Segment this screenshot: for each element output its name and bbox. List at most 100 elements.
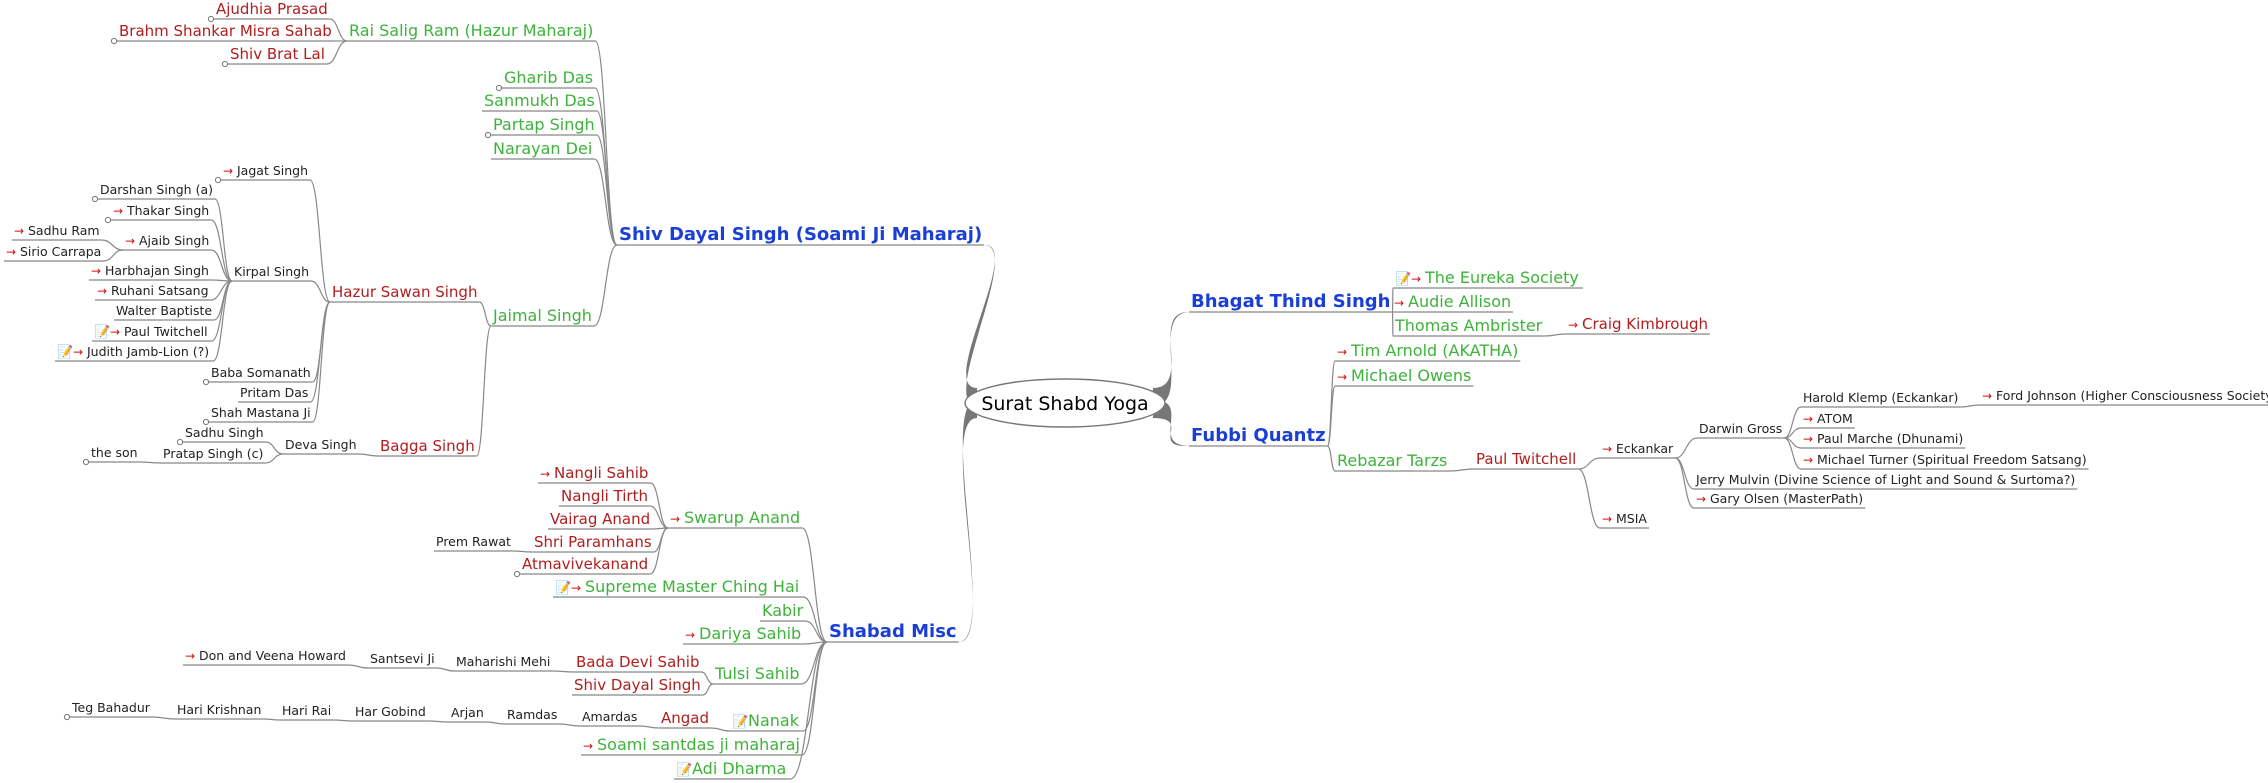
red-link-arrow-icon[interactable]: → [540,467,550,481]
mind-node-n31[interactable]: the son [82,445,138,466]
mind-node-n1[interactable]: Shiv Dayal Singh (Soami Ji Maharaj) [619,224,982,245]
mind-node-n23[interactable]: 📝→Judith Jamb-Lion (?) [57,344,209,360]
mind-node-n14[interactable]: Darshan Singh (a) [91,182,213,203]
collapsed-node-dot[interactable] [214,176,222,184]
red-link-arrow-icon[interactable]: → [185,649,195,663]
mind-node-n67[interactable]: →Michael Owens [1337,366,1471,385]
collapsed-node-dot[interactable] [91,195,99,203]
mind-node-n20[interactable]: →Ruhani Satsang [97,283,209,298]
mind-node-n18[interactable]: →Sirio Carrapa [6,244,101,259]
mind-node-n42[interactable]: →Dariya Sahib [685,624,801,643]
red-link-arrow-icon[interactable]: → [91,264,101,278]
mind-node-n2[interactable]: Rai Salig Ram (Hazur Maharaj) [349,21,593,40]
collapsed-node-dot[interactable] [104,216,112,224]
mind-node-n3[interactable]: Ajudhia Prasad [207,0,328,23]
mind-node-n26[interactable]: Shah Mastana Ji [202,405,311,426]
red-link-arrow-icon[interactable]: → [6,245,16,259]
mind-node-n27[interactable]: Bagga Singh [380,437,475,455]
red-link-arrow-icon[interactable]: → [1803,412,1813,426]
collapsed-node-dot[interactable] [484,131,492,139]
red-link-arrow-icon[interactable]: → [1803,432,1813,446]
red-link-arrow-icon[interactable]: → [110,325,120,339]
mind-node-n19[interactable]: →Harbhajan Singh [91,263,209,278]
mind-node-n34[interactable]: →Nangli Sahib [540,464,648,482]
mind-node-n10[interactable]: Jaimal Singh [492,306,592,325]
red-link-arrow-icon[interactable]: → [1394,296,1404,310]
mind-node-n51[interactable]: Amardas [582,709,637,724]
red-link-arrow-icon[interactable]: → [1696,492,1706,506]
mind-node-n61[interactable]: 📝→The Eureka Society [1395,268,1579,287]
mind-node-n71[interactable]: Darwin Gross [1699,421,1782,436]
red-link-arrow-icon[interactable]: → [685,628,695,642]
red-link-arrow-icon[interactable]: → [571,581,581,595]
collapsed-node-dot[interactable] [110,37,118,45]
mind-node-n68[interactable]: Rebazar Tarzs [1337,451,1447,470]
red-link-arrow-icon[interactable]: → [14,224,24,238]
red-link-arrow-icon[interactable]: → [583,739,593,753]
mind-node-n15[interactable]: →Thakar Singh [104,203,209,224]
mind-node-n43[interactable]: Tulsi Sahib [714,664,800,683]
mind-node-n11[interactable]: Hazur Sawan Singh [332,283,477,301]
mind-node-n38[interactable]: Prem Rawat [436,534,511,549]
mind-node-n46[interactable]: Santsevi Ji [370,651,435,666]
mind-node-n13[interactable]: Kirpal Singh [234,264,309,279]
mind-node-n70[interactable]: →Eckankar [1602,441,1674,456]
red-link-arrow-icon[interactable]: → [1411,272,1421,286]
collapsed-node-dot[interactable] [82,458,90,466]
mind-node-n56[interactable]: Hari Krishnan [177,702,261,717]
mind-node-n63[interactable]: Thomas Ambrister [1394,316,1543,335]
collapsed-node-dot[interactable] [495,84,503,92]
mind-node-n8[interactable]: Partap Singh [484,115,595,139]
mind-node-n36[interactable]: Vairag Anand [550,510,650,528]
mind-node-n50[interactable]: Angad [661,709,709,727]
mind-node-n16[interactable]: →Ajaib Singh [125,233,209,248]
mind-node-n21[interactable]: Walter Baptiste [116,303,212,318]
red-link-arrow-icon[interactable]: → [1602,442,1612,456]
red-link-arrow-icon[interactable]: → [1602,512,1612,526]
collapsed-node-dot[interactable] [176,438,184,446]
mind-node-n62[interactable]: →Audie Allison [1394,292,1511,311]
mind-node-n57[interactable]: Teg Bahadur [63,700,151,721]
red-link-arrow-icon[interactable]: → [125,234,135,248]
mind-node-n78[interactable]: →Gary Olsen (MasterPath) [1696,491,1863,506]
mind-node-n9[interactable]: Narayan Dei [493,139,592,158]
mind-node-n29[interactable]: Sadhu Singh [176,425,264,446]
mind-node-n73[interactable]: →Ford Johnson (Higher Consciousness Soci… [1982,388,2268,403]
mind-node-n72[interactable]: Harold Klemp (Eckankar) [1803,390,1958,405]
collapsed-node-dot[interactable] [63,713,71,721]
mind-node-n77[interactable]: Jerry Mulvin (Divine Science of Light an… [1695,472,2075,487]
mind-node-n76[interactable]: →Michael Turner (Spiritual Freedom Satsa… [1803,452,2087,467]
mind-node-n41[interactable]: Kabir [762,601,804,620]
mind-node-n39[interactable]: Atmavivekanand [513,555,648,578]
collapsed-node-dot[interactable] [221,60,229,68]
mind-node-n53[interactable]: Arjan [451,705,484,720]
red-link-arrow-icon[interactable]: → [670,512,680,526]
mind-node-n75[interactable]: →Paul Marche (Dhunami) [1803,431,1963,446]
mind-node-n79[interactable]: →MSIA [1602,511,1647,526]
mind-node-n49[interactable]: 📝Nanak [732,711,800,730]
collapsed-node-dot[interactable] [513,570,521,578]
mind-node-n52[interactable]: Ramdas [507,707,557,722]
collapsed-node-dot[interactable] [202,378,210,386]
mind-node-n74[interactable]: →ATOM [1803,411,1853,426]
mind-node-n4[interactable]: Brahm Shankar Misra Sahab [110,22,332,45]
mind-node-n35[interactable]: Nangli Tirth [561,487,648,505]
mind-node-n59[interactable]: 📝Adi Dharma [676,759,786,778]
red-link-arrow-icon[interactable]: → [113,204,123,218]
mind-node-n65[interactable]: Fubbi Quantz [1191,425,1326,446]
mind-node-n7[interactable]: Sanmukh Das [484,91,595,110]
mind-node-n69[interactable]: Paul Twitchell [1476,450,1576,468]
collapsed-node-dot[interactable] [207,15,215,23]
mind-node-n12[interactable]: →Jagat Singh [214,163,308,184]
red-link-arrow-icon[interactable]: → [1337,345,1347,359]
mind-node-n30[interactable]: Pratap Singh (c) [163,446,263,461]
mind-node-n44[interactable]: Bada Devi Sahib [576,653,699,671]
mind-node-n22[interactable]: 📝→Paul Twitchell [94,324,208,340]
red-link-arrow-icon[interactable]: → [1568,318,1578,332]
mind-node-n25[interactable]: Pritam Das [240,385,308,400]
mind-node-n33[interactable]: →Swarup Anand [670,508,800,527]
mind-node-n17[interactable]: →Sadhu Ram [14,223,100,238]
red-link-arrow-icon[interactable]: → [1337,370,1347,384]
red-link-arrow-icon[interactable]: → [223,164,233,178]
mind-node-n40[interactable]: 📝→Supreme Master Ching Hai [555,577,799,596]
